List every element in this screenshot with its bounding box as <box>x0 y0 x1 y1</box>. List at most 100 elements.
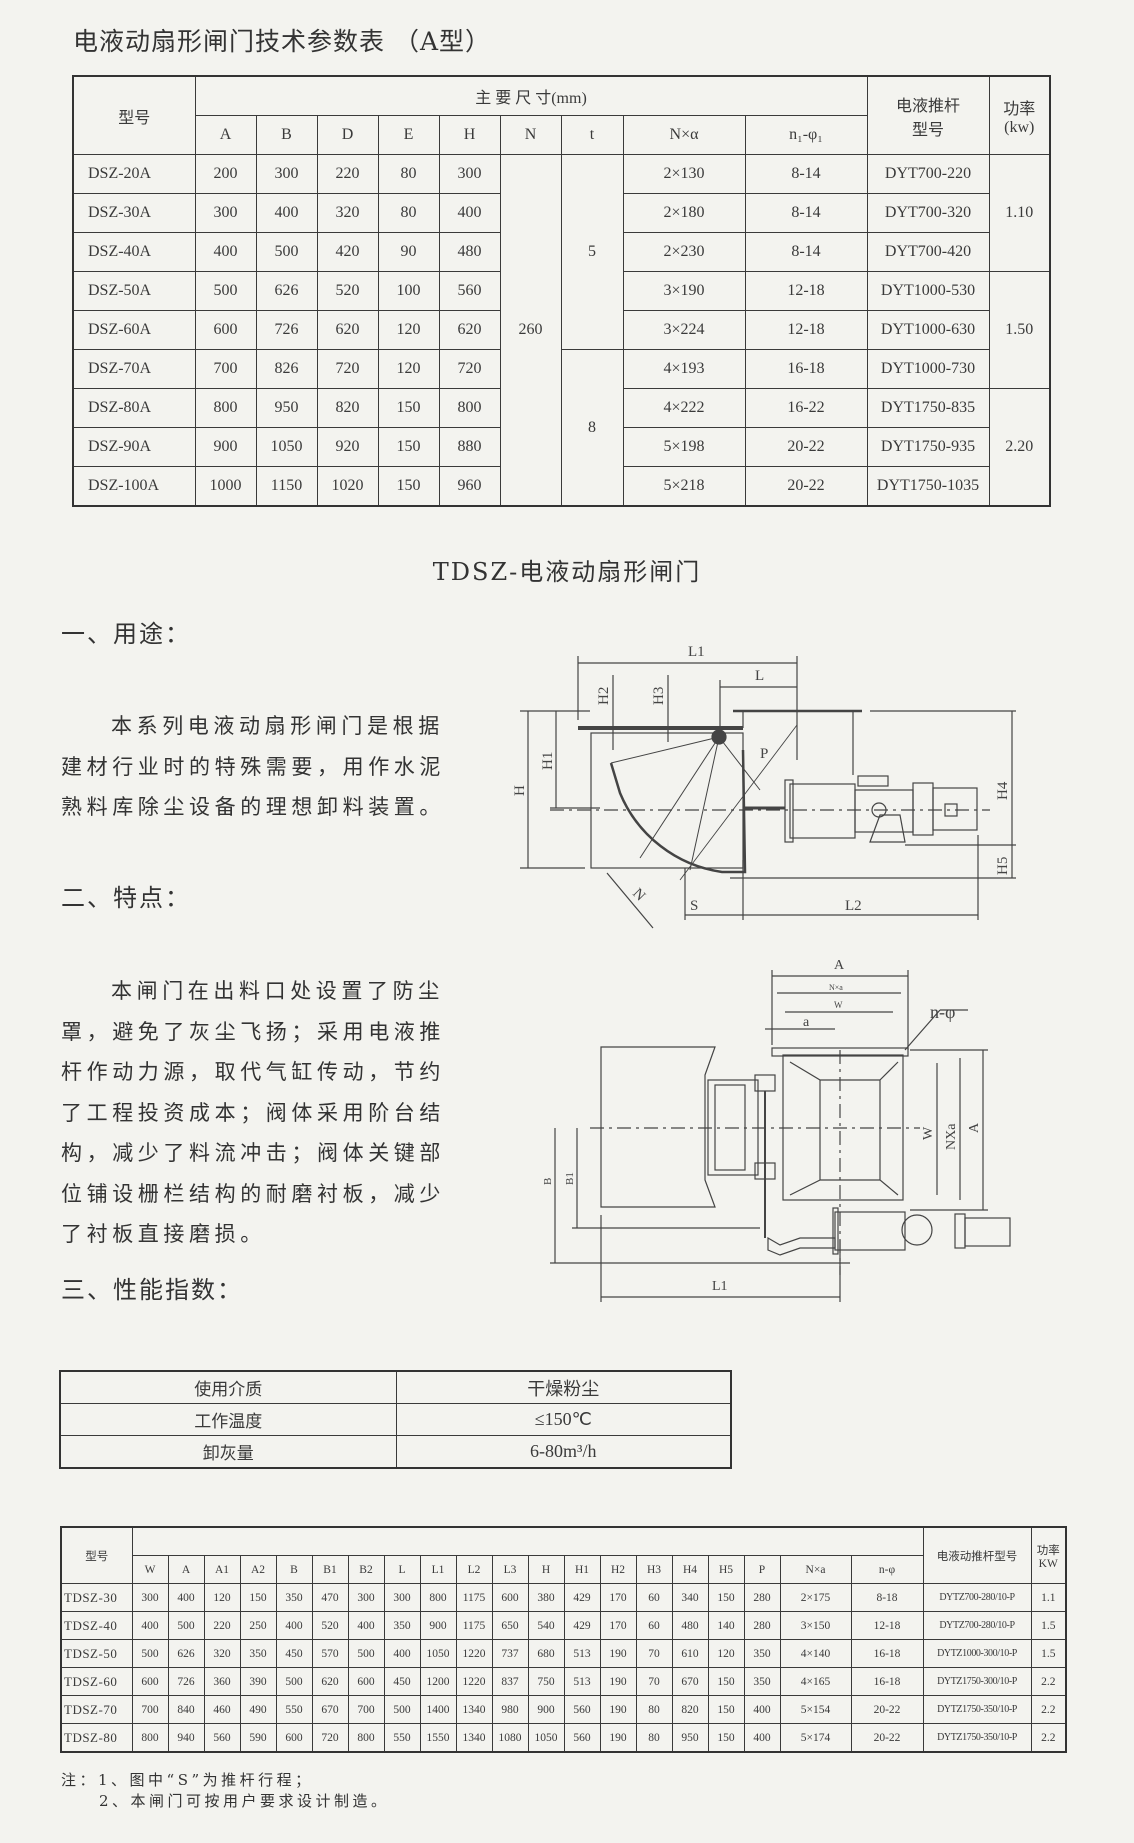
dim-label: H3 <box>651 687 667 705</box>
header-model: 型号 <box>60 1526 133 1584</box>
dim-label: W <box>921 1126 936 1140</box>
value-cell: 340 <box>671 1583 709 1612</box>
value-cell: 390 <box>239 1667 277 1696</box>
text-line: 建材行业时的特殊需要，用作水泥 <box>61 754 445 779</box>
column-header: L2 <box>455 1555 493 1584</box>
value-cell: 900 <box>527 1695 565 1724</box>
actuator-cell: DYT1000-530 <box>866 271 990 311</box>
value-cell: 2×175 <box>779 1583 852 1612</box>
power-cell: 2.20 <box>988 388 1051 507</box>
dim-label: W <box>834 1000 843 1010</box>
column-header: H2 <box>599 1555 637 1584</box>
model-cell: DSZ-80A <box>72 388 196 428</box>
value-cell: 400 <box>743 1723 781 1753</box>
section-features-heading: 二、特点： <box>61 884 191 912</box>
nxa-cell: 3×190 <box>622 271 746 311</box>
value-cell: 540 <box>527 1611 565 1640</box>
nxa-cell: 2×130 <box>622 154 746 194</box>
value-cell: 400 <box>275 1611 313 1640</box>
table-row: 使用介质干燥粉尘 <box>59 1370 732 1404</box>
top-view-dimension-lines <box>550 970 988 1302</box>
column-header: H <box>527 1555 565 1584</box>
value-cell: 590 <box>239 1723 277 1753</box>
value-cell: 1200 <box>419 1667 457 1696</box>
value-cell: 70 <box>635 1639 673 1668</box>
column-header: A1 <box>203 1555 241 1584</box>
value-cell: 150 <box>707 1723 745 1753</box>
value-cell: 900 <box>419 1611 457 1640</box>
model-cell: TDSZ-70 <box>60 1695 133 1724</box>
value-cell: 570 <box>311 1639 349 1668</box>
nphi-cell: 16-22 <box>744 388 868 428</box>
dimension-cell: 520 <box>316 271 379 311</box>
perf-label: 使用介质 <box>59 1370 397 1404</box>
value-cell: 8-18 <box>850 1583 924 1612</box>
column-header: L3 <box>491 1555 529 1584</box>
dimension-cell: 920 <box>316 427 379 467</box>
dimension-cell: 80 <box>377 154 440 194</box>
value-cell: 429 <box>563 1583 601 1612</box>
perf-value: ≤150℃ <box>395 1403 732 1436</box>
value-cell: 400 <box>743 1695 781 1724</box>
dim-label: n-φ <box>930 1002 955 1022</box>
text-line: 罩，避免了灰尘飞扬；采用电液推 <box>61 1019 445 1044</box>
value-cell: 170 <box>599 1583 637 1612</box>
dim-label: N <box>629 886 648 905</box>
top-view-actuator <box>767 1207 1011 1256</box>
value-cell: 1220 <box>455 1639 493 1668</box>
dimension-cell: 620 <box>438 310 501 350</box>
power-cell: 1.1 <box>1030 1583 1067 1612</box>
dim-label: L1 <box>712 1279 728 1294</box>
dim-label: N×a <box>829 983 843 992</box>
actuator-cell: DYTZ700-280/10-P <box>922 1611 1032 1640</box>
dimension-cell: 726 <box>255 310 318 350</box>
value-cell: 450 <box>383 1667 421 1696</box>
nxa-cell: 4×193 <box>622 349 746 389</box>
value-cell: 4×165 <box>779 1667 852 1696</box>
column-header: H4 <box>671 1555 709 1584</box>
model-cell: TDSZ-30 <box>60 1583 133 1612</box>
value-cell: 80 <box>635 1695 673 1724</box>
value-cell: 300 <box>383 1583 421 1612</box>
column-header: A <box>194 115 257 155</box>
perf-value: 6-80m³/h <box>395 1435 732 1469</box>
top-view-body <box>600 1046 909 1238</box>
nxa-cell: 2×180 <box>622 193 746 233</box>
column-header: L1 <box>419 1555 457 1584</box>
value-cell: 600 <box>347 1667 385 1696</box>
section-features-text: 本闸门在出料口处设置了防尘 罩，避免了灰尘飞扬；采用电液推 杆作动力源，取代气缸… <box>61 971 461 1255</box>
value-cell: 16-18 <box>850 1639 924 1668</box>
power-cell: 2.2 <box>1030 1723 1067 1753</box>
value-cell: 300 <box>131 1583 169 1612</box>
value-cell: 1080 <box>491 1723 529 1753</box>
perf-label: 卸灰量 <box>59 1435 397 1469</box>
value-cell: 1220 <box>455 1667 493 1696</box>
note-line: 注：1、图中“S”为推杆行程； <box>61 1771 314 1789</box>
value-cell: 320 <box>203 1639 241 1668</box>
value-cell: 400 <box>131 1611 169 1640</box>
value-cell: 1050 <box>419 1639 457 1668</box>
column-header: A2 <box>239 1555 277 1584</box>
value-cell: 5×154 <box>779 1695 852 1724</box>
value-cell: 1550 <box>419 1723 457 1753</box>
dimension-cell: 500 <box>194 271 257 311</box>
actuator-cell: DYT1750-835 <box>866 388 990 428</box>
value-cell: 737 <box>491 1639 529 1668</box>
actuator-cell: DYT1000-730 <box>866 349 990 389</box>
dimension-cell: 480 <box>438 232 501 272</box>
text-line: 熟料库除尘设备的理想卸料装置。 <box>61 795 445 819</box>
value-cell: 190 <box>599 1667 637 1696</box>
nphi-cell: 20-22 <box>744 427 868 467</box>
value-cell: 800 <box>347 1723 385 1753</box>
model-cell: DSZ-20A <box>72 154 196 194</box>
value-cell: 5×174 <box>779 1723 852 1753</box>
value-cell: 3×150 <box>779 1611 852 1640</box>
text-line: 了工程投资成本；阀体采用阶台结 <box>61 1100 445 1125</box>
